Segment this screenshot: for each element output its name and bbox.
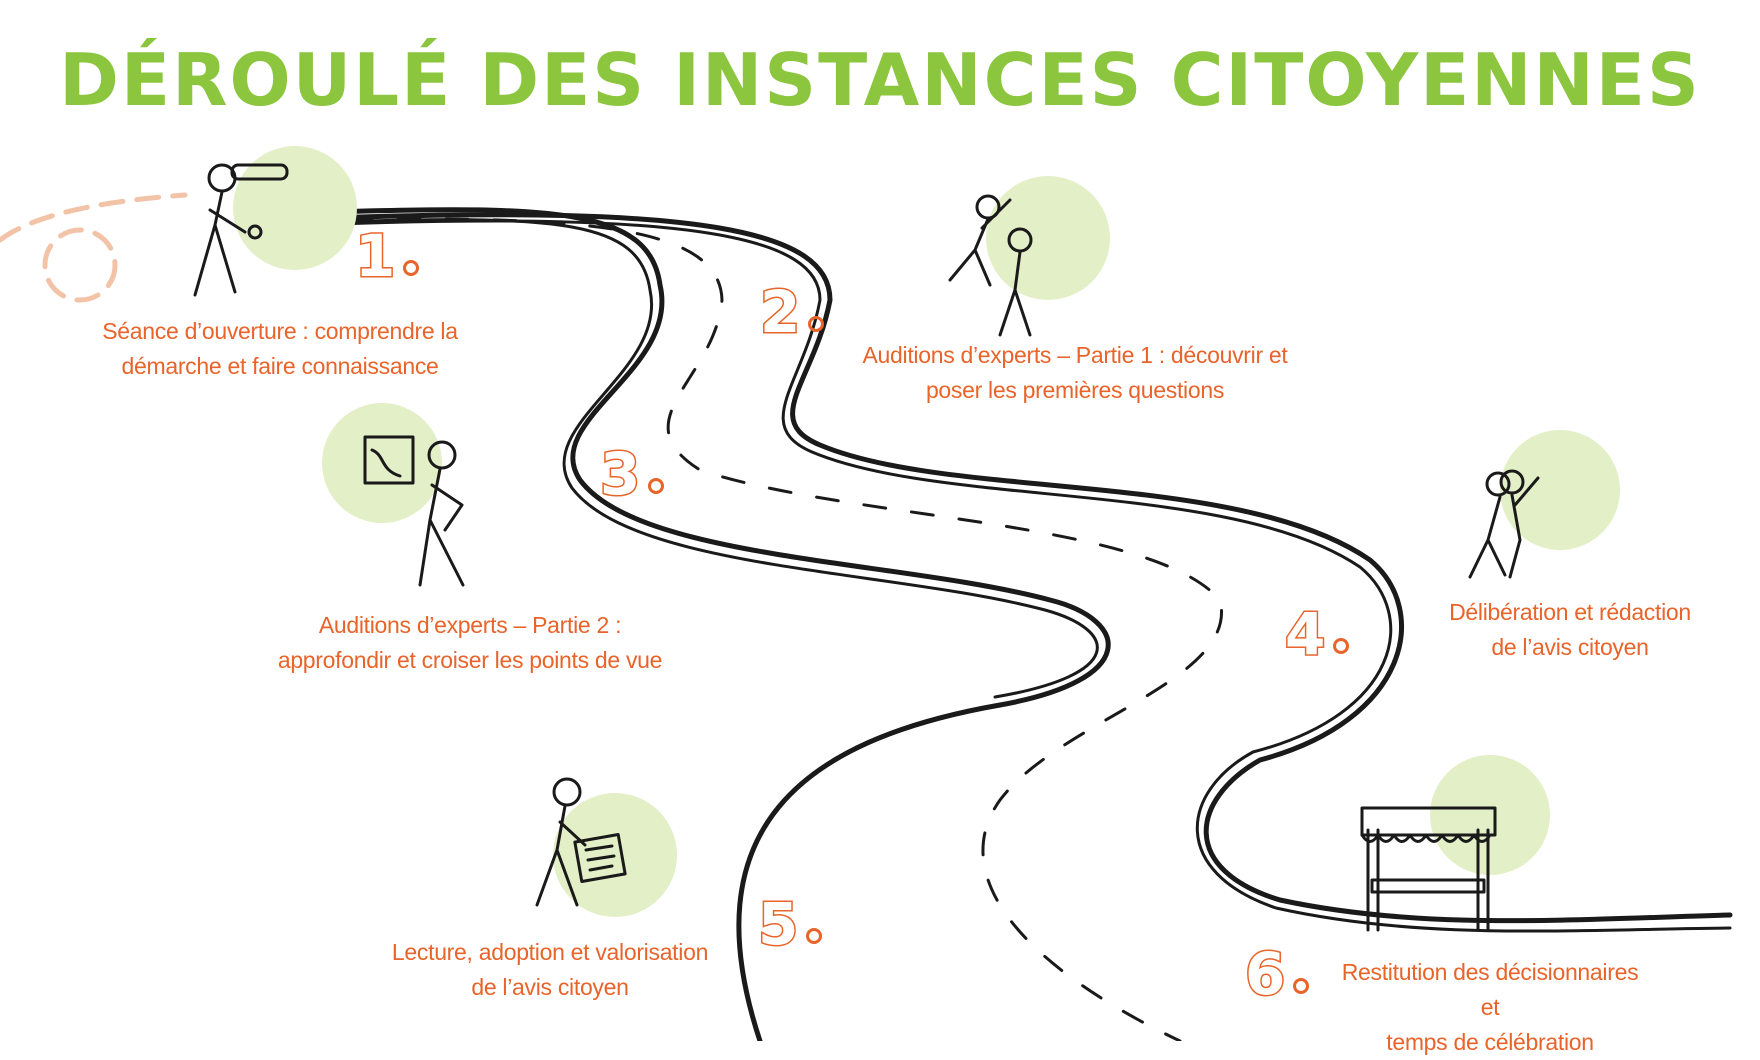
caption-line: démarche et faire connaissance <box>121 353 439 379</box>
step-number-text: 6 <box>1243 939 1286 1010</box>
step-number-text: 1 <box>353 221 396 292</box>
caption-line: Auditions d’experts – Partie 2 : <box>318 612 622 638</box>
number-dot <box>1333 638 1350 654</box>
caption-line: approfondir et croiser les points de vue <box>277 647 663 673</box>
caption-line: Délibération et rédaction <box>1449 599 1691 625</box>
step-5-caption: Lecture, adoption et valorisation de l’a… <box>385 935 715 1005</box>
caption-line: Séance d’ouverture : comprendre la <box>102 318 458 344</box>
caption-line: temps de célébration <box>1386 1029 1594 1055</box>
step-number-text: 2 <box>758 277 801 348</box>
number-dot <box>403 260 420 276</box>
step-3-number: 3 <box>598 439 665 510</box>
highlight-blobs <box>233 146 1620 917</box>
map-figure-icon <box>363 435 465 587</box>
page-title: DÉROULÉ DES INSTANCES CITOYENNES <box>59 38 1701 122</box>
step-number-text: 4 <box>1283 599 1326 670</box>
step-number-text: 5 <box>756 889 799 960</box>
step-4-number: 4 <box>1283 599 1350 670</box>
number-dot <box>806 928 823 944</box>
step-4-caption: Délibération et rédaction de l’avis cito… <box>1430 595 1710 665</box>
document-figure-icon <box>535 777 627 907</box>
two-people-icon <box>948 194 1033 337</box>
caption-line: poser les premières questions <box>925 377 1225 403</box>
step-6-caption: Restitution des décisionnaires et temps … <box>1330 955 1650 1060</box>
number-dot <box>1293 978 1310 994</box>
step-1-number: 1 <box>353 221 420 292</box>
telescope-figure-icon <box>193 163 289 297</box>
caption-line: Restitution des décisionnaires et <box>1341 959 1639 1020</box>
winding-road <box>327 207 1733 1041</box>
step-2-number: 2 <box>758 277 825 348</box>
step-3-caption: Auditions d’experts – Partie 2 : approfo… <box>270 608 670 678</box>
step-5-number: 5 <box>756 889 823 960</box>
step-2-caption: Auditions d’experts – Partie 1 : découvr… <box>855 338 1295 408</box>
caption-line: de l’avis citoyen <box>1491 634 1649 660</box>
step-number-text: 3 <box>598 439 641 510</box>
finish-arch-icon <box>1360 806 1497 932</box>
swirl-decoration <box>0 192 188 303</box>
number-dot <box>648 478 665 494</box>
number-dot <box>808 316 825 332</box>
caption-line: Lecture, adoption et valorisation <box>391 939 709 965</box>
hugging-people-icon <box>1468 469 1540 579</box>
caption-line: Auditions d’experts – Partie 1 : découvr… <box>862 342 1288 368</box>
step-6-number: 6 <box>1243 939 1310 1010</box>
step-1-caption: Séance d’ouverture : comprendre la démar… <box>90 314 470 384</box>
caption-line: de l’avis citoyen <box>471 974 629 1000</box>
